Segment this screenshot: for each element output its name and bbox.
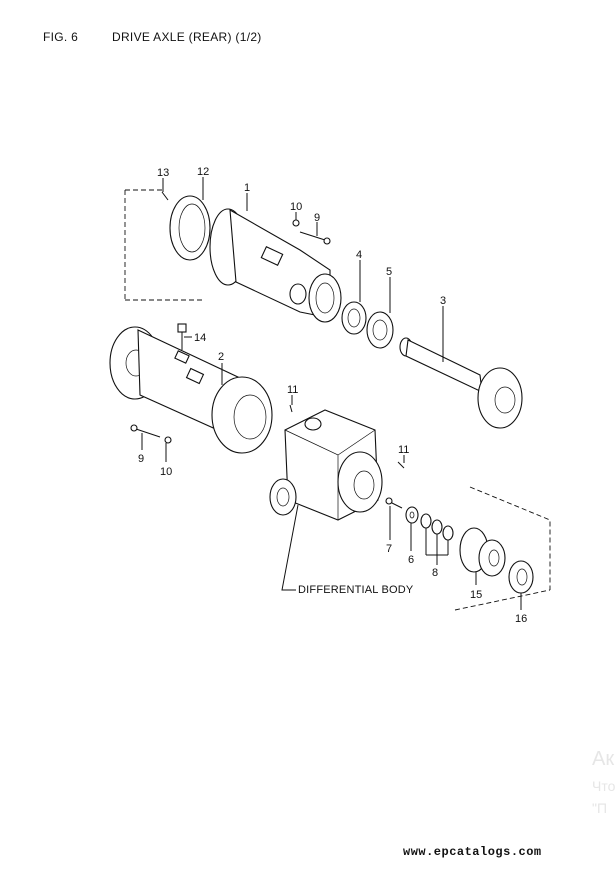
callout-11-upper: 11	[287, 384, 298, 396]
callout-6: 6	[408, 554, 414, 566]
watermark-line-2: Что	[592, 778, 615, 794]
washer-part-10-upper	[292, 219, 300, 227]
axle-housing-rear-part-1	[209, 208, 342, 323]
pin-part-11-upper	[289, 404, 293, 413]
figure-title: DRIVE AXLE (REAR) (1/2)	[112, 30, 262, 44]
callout-11-right: 11	[398, 444, 409, 456]
callout-12: 12	[197, 166, 209, 178]
callout-8: 8	[432, 567, 438, 579]
watermark-line-3: "П	[592, 800, 608, 816]
ring-gear-part-12	[169, 195, 211, 261]
callout-15: 15	[470, 589, 482, 601]
callout-14: 14	[194, 332, 206, 344]
differential-body	[269, 409, 383, 521]
callout-9-upper: 9	[314, 212, 320, 224]
site-url: www.epcatalogs.com	[403, 845, 542, 859]
bolt-part-7	[385, 497, 403, 509]
callout-4: 4	[356, 249, 362, 261]
figure-number: FIG. 6	[43, 30, 79, 44]
callout-13: 13	[157, 167, 169, 179]
pin-part-11-right	[397, 461, 405, 469]
callout-10-lower: 10	[160, 466, 172, 478]
group-line-lower	[454, 486, 551, 611]
washer-part-10-lower	[164, 436, 172, 444]
callout-10-upper: 10	[290, 201, 302, 213]
seal-part-5	[366, 311, 394, 349]
callout-16: 16	[515, 613, 527, 625]
differential-body-label: DIFFERENTIAL BODY	[298, 584, 414, 596]
shims-part-8	[420, 513, 454, 565]
breather-part-14	[177, 323, 187, 350]
leader-lines	[141, 177, 522, 610]
callout-5: 5	[386, 266, 392, 278]
bolt-part-13	[161, 191, 169, 201]
bolt-part-9-upper	[299, 231, 331, 245]
watermark-line-1: Ак	[592, 748, 615, 770]
axle-housing-front-part-2	[109, 326, 273, 454]
callout-3: 3	[440, 295, 446, 307]
washer-part-6	[405, 506, 419, 524]
seal-part-4	[341, 301, 367, 335]
callout-1: 1	[244, 182, 250, 194]
callout-2: 2	[218, 351, 224, 363]
axle-shaft-part-3	[399, 337, 523, 429]
callout-7: 7	[386, 543, 392, 555]
flange-part-15	[459, 527, 506, 577]
group-line-upper	[124, 189, 205, 301]
seal-part-16	[508, 560, 534, 594]
callout-9-lower: 9	[138, 453, 144, 465]
bolt-part-9-lower	[130, 424, 161, 438]
